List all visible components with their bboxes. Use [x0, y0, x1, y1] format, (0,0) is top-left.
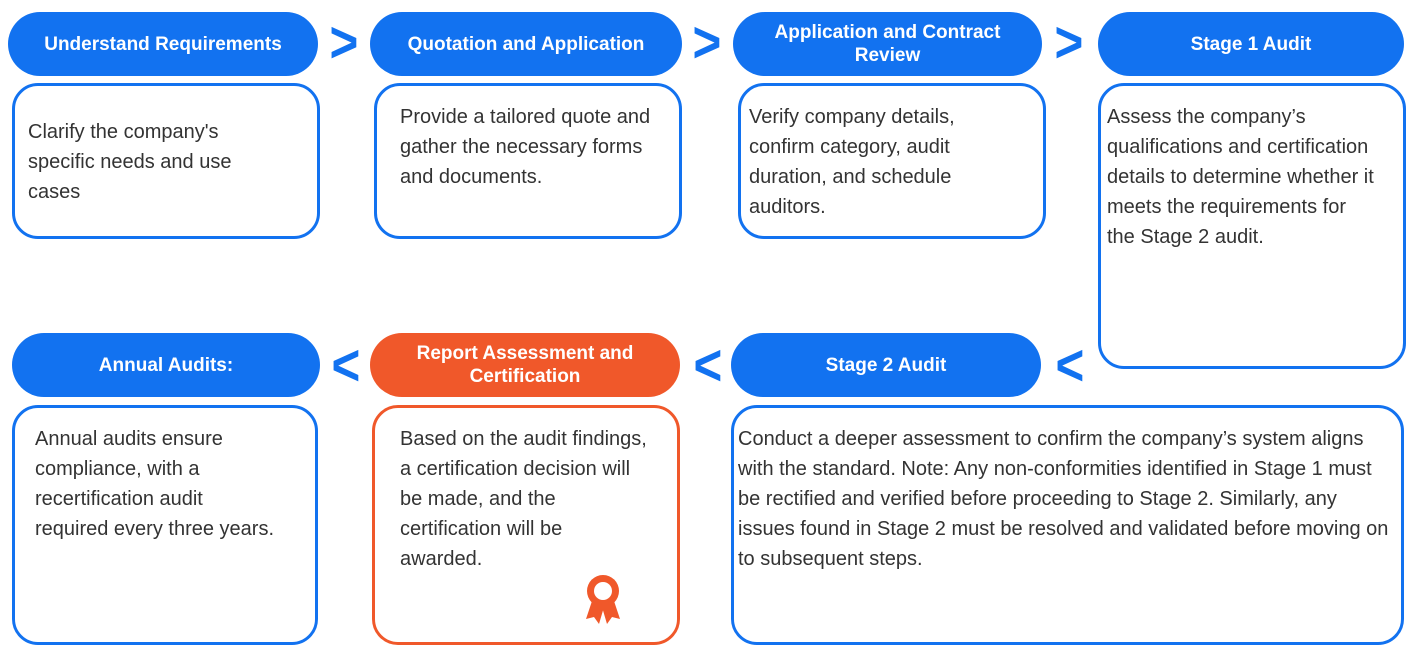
step-card-application-contract-review: Verify company details, confirm category…	[738, 83, 1046, 239]
step-title-stage-2-audit: Stage 2 Audit	[731, 333, 1041, 397]
step-description: Verify company details, confirm category…	[749, 106, 955, 218]
arrow-right-3: >	[1054, 10, 1084, 75]
step-description: Provide a tailored quote and gather the …	[400, 106, 651, 188]
step-description: Conduct a deeper assessment to confirm t…	[738, 428, 1389, 570]
step-title-text: Stage 2 Audit	[825, 354, 947, 376]
step-title-text: Stage 1 Audit	[1190, 33, 1312, 55]
award-ribbon-icon	[583, 573, 623, 634]
step-title-report-assessment-certification: Report Assessment and Certification	[370, 333, 680, 397]
arrow-left-1: <	[331, 333, 361, 398]
step-card-stage-1-audit: Assess the company’s qualifications and …	[1098, 83, 1406, 369]
step-card-report-assessment-certification: Based on the audit findings, a certifica…	[372, 405, 680, 645]
arrow-left-3: <	[1055, 333, 1085, 398]
step-title-text: Annual Audits:	[98, 354, 234, 376]
step-card-annual-audits: Annual audits ensure compliance, with a …	[12, 405, 318, 645]
arrow-right-1: >	[329, 10, 359, 75]
step-card-understand-requirements: Clarify the company's specific needs and…	[12, 83, 320, 239]
step-description: Assess the company’s qualifications and …	[1107, 106, 1374, 248]
step-title-text: Understand Requirements	[44, 33, 282, 55]
step-card-quotation-application: Provide a tailored quote and gather the …	[374, 83, 682, 239]
step-title-understand-requirements: Understand Requirements	[8, 12, 318, 76]
step-title-annual-audits: Annual Audits:	[12, 333, 320, 397]
step-title-application-contract-review: Application and Contract Review	[733, 12, 1042, 76]
arrow-left-2: <	[693, 333, 723, 398]
step-title-text: Application and Contract Review	[774, 22, 1001, 66]
step-title-stage-1-audit: Stage 1 Audit	[1098, 12, 1404, 76]
step-description: Clarify the company's specific needs and…	[28, 121, 232, 203]
arrow-right-2: >	[692, 10, 722, 75]
step-title-quotation-application: Quotation and Application	[370, 12, 682, 76]
step-description: Based on the audit findings, a certifica…	[400, 428, 647, 570]
step-description: Annual audits ensure compliance, with a …	[35, 428, 275, 540]
step-title-text: Quotation and Application	[407, 33, 645, 55]
step-title-text: Report Assessment and Certification	[416, 343, 634, 387]
step-card-stage-2-audit: Conduct a deeper assessment to confirm t…	[731, 405, 1404, 645]
